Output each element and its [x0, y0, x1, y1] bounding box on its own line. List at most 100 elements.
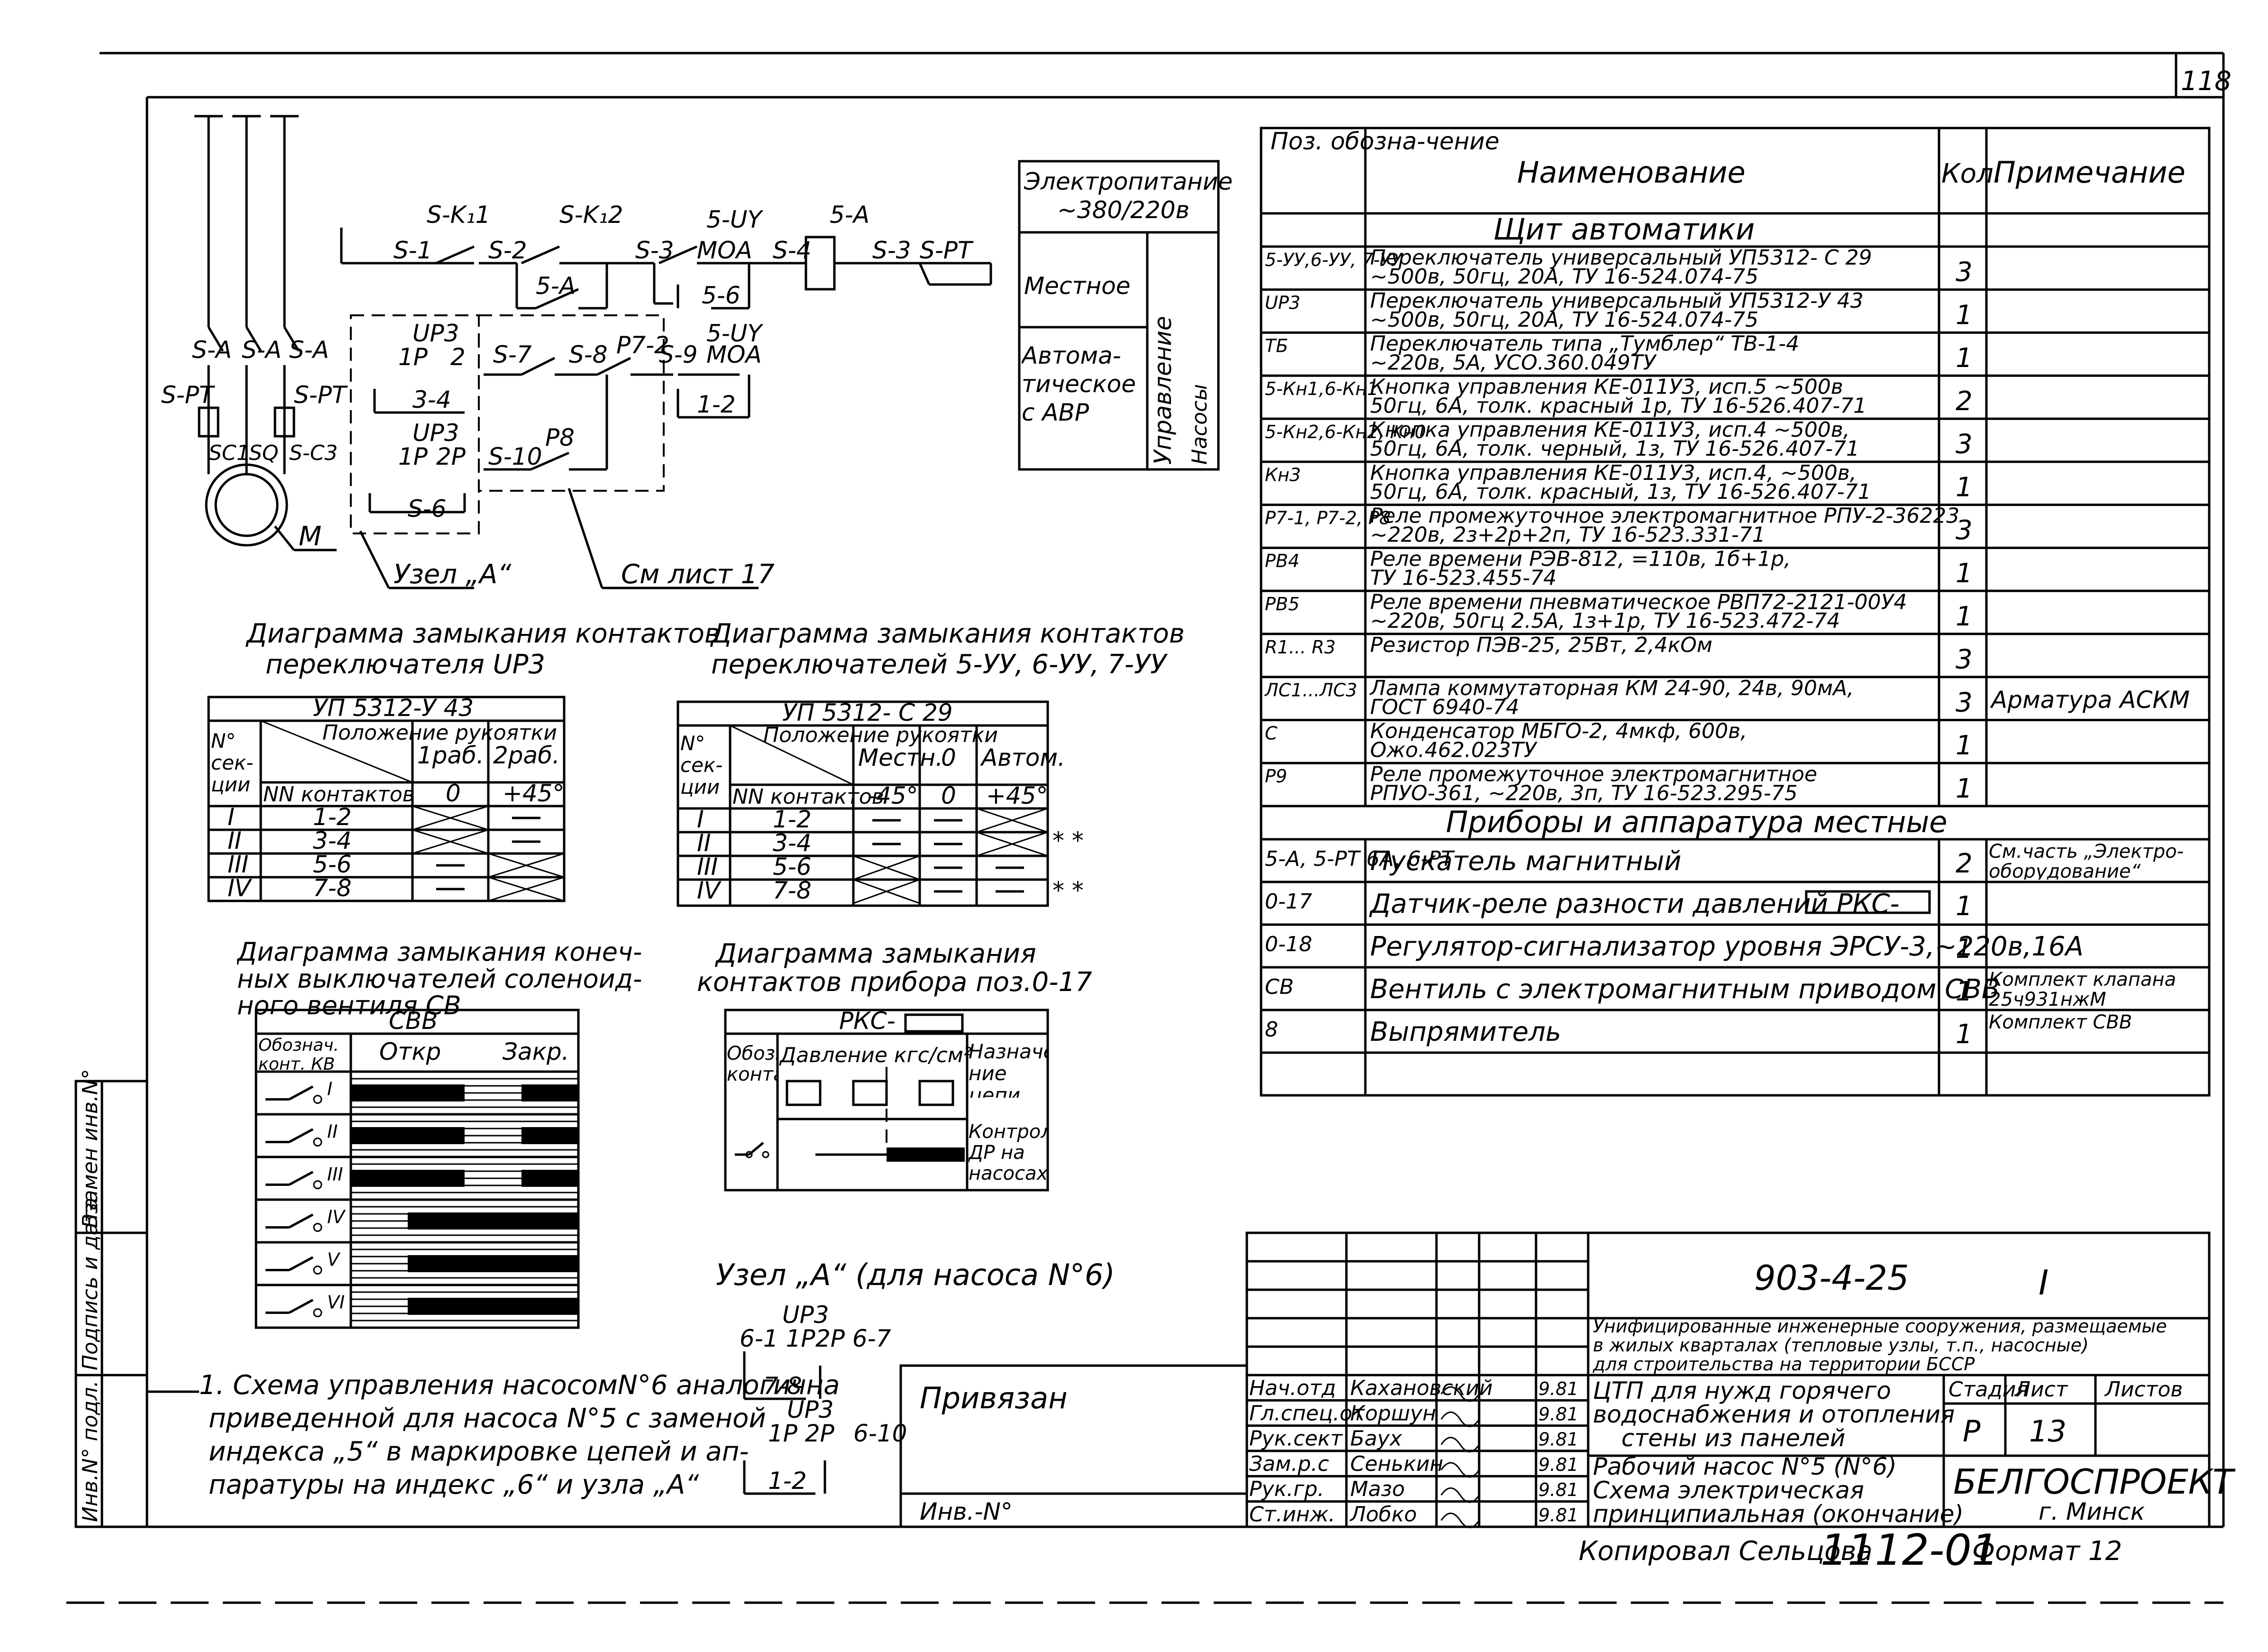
sv-end-bar: [521, 1212, 578, 1230]
diagram-sv: Диаграмма замыкания конеч-ных выключател…: [237, 939, 642, 1329]
page-number: 118: [2181, 66, 2231, 97]
label-sq: SQ: [249, 441, 279, 465]
node-a: Узел „A“ (для насоса N°6) UP3 6-1 1P 2P …: [716, 1257, 1115, 1495]
spec-row-name-cont: ~220в, 5А, УСО.360.049ТУ: [1370, 351, 1657, 375]
wire-s-7: S-7: [493, 341, 532, 368]
label-s-c3: S-C3: [289, 441, 338, 465]
spec-local-name: Регулятор-сигнализатор уровня ЭРСУ-3,~22…: [1370, 931, 2084, 962]
signer-date: 9.81: [1538, 1505, 1579, 1526]
diag-rks-h-press: Давление кгс/см²: [779, 1043, 972, 1067]
wire-s-2: S-2: [488, 237, 527, 264]
spec-row-pos: PB4: [1265, 551, 1299, 571]
signer-role: Рук.сект: [1249, 1427, 1343, 1451]
wire-s-3b: S-3: [872, 237, 911, 264]
spec-row-name: Кнопка управления КЕ-011У3, исп.4, ~500в…: [1370, 461, 1856, 485]
label-p8: P8: [545, 424, 575, 451]
signer-name: Мазо: [1350, 1477, 1405, 1501]
note-line-4: паратуры на индекс „6“ и узла „A“: [209, 1469, 699, 1500]
label-pumps: Насосы: [1188, 384, 1212, 465]
spec-row-name-cont: ~500в, 50гц, 20А, ТУ 16-524.074-75: [1370, 265, 1758, 289]
spec-local-pos: 5-A, 5-PT 6A, 6-PT: [1265, 847, 1455, 871]
spec-local-pos: 0-17: [1265, 890, 1312, 914]
spec-local-pos: 0-18: [1265, 932, 1312, 956]
signature-mark: [1440, 1462, 1480, 1478]
spec-row-name-cont: РПУО-361, ~220в, 3п, ТУ 16-523.295-75: [1370, 781, 1798, 805]
spec-local-pos: 8: [1265, 1018, 1278, 1042]
spec-row-pos: UP3: [1265, 293, 1300, 313]
diag-up3-device: УП 5312-У 43: [313, 694, 474, 722]
spec-row-pos: Кн3: [1265, 465, 1301, 486]
signature-mark: [1440, 1513, 1480, 1528]
diag-uy-r3-sec: III: [697, 853, 718, 881]
wire-s-3: S-3: [635, 237, 674, 264]
sv-open-bar: [351, 1084, 465, 1101]
label-5-a-coil: 5-A: [830, 201, 869, 229]
tb-obj-2: водоснабжения и отопления: [1593, 1401, 1955, 1428]
sv-end-bar: [521, 1298, 578, 1315]
sv-row-label: V: [327, 1249, 341, 1270]
sv-row-label: IV: [327, 1207, 346, 1228]
signer-role: Рук.гр.: [1249, 1477, 1324, 1501]
spec-row-qty: 1: [1956, 472, 1973, 503]
signer-role: Гл.спец.от: [1249, 1401, 1365, 1425]
spec-row-qty: 3: [1956, 687, 1973, 718]
diag-uy-title: Диаграмма замыкания контактов: [710, 618, 1185, 649]
node-a-c12: 1-2: [768, 1467, 807, 1495]
tb-inv: Инв.-N°: [920, 1498, 1013, 1525]
spec-section-2: Приборы и аппаратура местные: [1446, 805, 1947, 839]
sv-closed-bar: [408, 1298, 521, 1315]
note: 1. Схема управления насосомN°6 аналогичн…: [147, 1370, 840, 1500]
diag-up3-ang1: 0: [446, 780, 461, 807]
sv-open-bar: [351, 1127, 465, 1144]
diag-uy-h-sec: N° сек-ции: [680, 733, 723, 799]
label-5-6-top: 5-6: [702, 282, 741, 309]
signer-date: 9.81: [1538, 1429, 1579, 1450]
sv-row-label: III: [327, 1164, 343, 1185]
label-p7-2: P7-2: [616, 331, 669, 359]
diag-rks-h-obz: Обозн. контакт.: [727, 1043, 777, 1085]
label-sc1: SC1: [209, 441, 250, 465]
spec-local-note: Комплект СВВ: [1989, 1012, 2132, 1033]
diag-uy-ang3: +45°: [986, 782, 1048, 809]
spec-row-name-cont: ~220в, 50гц 2.5А, 1з+1р, ТУ 16-523.472-7…: [1370, 609, 1840, 633]
diag-uy-mark-2: * *: [1052, 877, 1084, 904]
node-a-l1: 6-1 1P: [740, 1325, 815, 1352]
diag-sv-h-obz: Обознач. конт. КВ: [258, 1036, 339, 1074]
tb-org: БЕЛГОСПРОЕКТ: [1953, 1462, 2236, 1502]
node-a-l3: 1P 2P: [768, 1420, 835, 1447]
diag-up3-title2: переключателя UP3: [265, 649, 545, 680]
diag-uy-r2-nn: 3-4: [773, 829, 812, 857]
spec-h-qty: Кол.: [1941, 158, 2002, 189]
spec-section-1: Щит автоматики: [1493, 212, 1755, 247]
spec-local-pos: СВ: [1265, 975, 1294, 999]
label-up3-a: UP3: [412, 320, 459, 347]
diag-uy-title2: переключателей 5-УУ, 6-УУ, 7-УУ: [711, 649, 1168, 680]
diag-up3-h-pos: Положение рукоятки: [322, 721, 557, 745]
spec-row-name: Реле промежуточное электромагнитное: [1370, 762, 1817, 786]
signature-mark: [1440, 1411, 1480, 1427]
signer-role: Зам.р.с: [1249, 1452, 1329, 1476]
diag-rks-purpose: Контроль ДР на насосах: [969, 1121, 1047, 1184]
signature-mark: [1440, 1487, 1480, 1503]
spec-row-name-cont: ГОСТ 6940-74: [1370, 695, 1519, 719]
diag-sv-h-close: Закр.: [503, 1038, 569, 1065]
spec-row-name: Переключатель универсальный УП5312- С 29: [1370, 246, 1872, 270]
diag-up3-title: Диаграмма замыкания контактов: [245, 618, 720, 649]
tb-obj-3: стены из панелей: [1621, 1424, 1845, 1452]
sv-row-label: I: [327, 1079, 332, 1100]
spec-h-pos: Поз. обозна-чение: [1271, 128, 1500, 155]
tb-copied: Копировал Сельцова: [1579, 1536, 1873, 1567]
diag-uy-mark-1: * *: [1052, 827, 1084, 854]
signer-name: Сенькин: [1350, 1452, 1443, 1476]
wire-s-9: S-9: [659, 341, 698, 368]
spec-row-name-cont: ~220в, 2з+2р+2п, ТУ 16-523.331-71: [1370, 523, 1765, 547]
spec-h-name: Наименование: [1517, 155, 1746, 190]
tb-order: 1112-01: [1820, 1525, 1999, 1575]
diag-up3-r2-nn: 3-4: [313, 827, 352, 854]
node-a-l2: 2P 6-7: [815, 1325, 891, 1352]
tb-desc-2: в жилых кварталах (тепловые узлы, т.п., …: [1593, 1335, 2089, 1356]
node-a-up3b: UP3: [787, 1396, 834, 1423]
power-supply-box: Электропитание ~380/220в Местное Автома-…: [1018, 160, 1233, 471]
